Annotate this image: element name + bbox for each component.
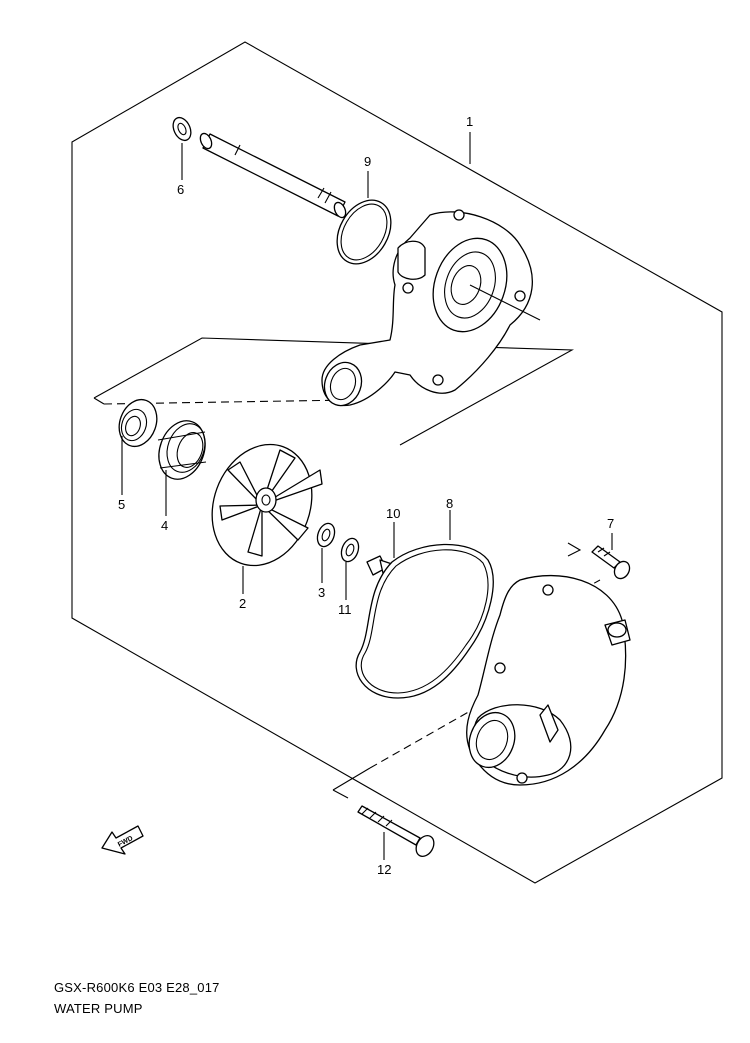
callout-12: 12 — [377, 862, 391, 877]
callout-8: 8 — [446, 496, 453, 511]
impeller-part-2 — [211, 443, 323, 567]
long-bolt-part-12 — [357, 805, 435, 857]
callout-10: 10 — [386, 506, 400, 521]
pump-cover — [466, 574, 631, 786]
bolt-boundary — [332, 789, 349, 799]
callout-9: 9 — [364, 154, 371, 169]
gasket-part-8 — [355, 543, 494, 699]
bolt7-boundary — [567, 542, 582, 557]
callout-2: 2 — [239, 596, 246, 611]
diagram-code: GSX-R600K6 E03 E28_017 — [54, 980, 220, 995]
oil-seal-part-5 — [118, 398, 158, 448]
pump-shaft — [199, 132, 347, 219]
leader-lines — [121, 132, 613, 860]
callout-11: 11 — [338, 602, 352, 617]
callout-1: 1 — [466, 114, 473, 129]
washer-part-3 — [316, 522, 336, 548]
callout-6: 6 — [177, 182, 184, 197]
callout-5: 5 — [118, 497, 125, 512]
callout-7: 7 — [607, 516, 614, 531]
mechanical-seal-part-4 — [157, 420, 207, 480]
bolt-part-7 — [591, 545, 631, 580]
washer-part-6 — [172, 116, 192, 142]
washer-part-11 — [340, 537, 360, 563]
boundary-tick — [93, 397, 105, 405]
callout-3: 3 — [318, 585, 325, 600]
callout-4: 4 — [161, 518, 168, 533]
cover-boundary — [332, 767, 371, 791]
diagram-title: WATER PUMP — [54, 1001, 143, 1016]
o-ring-part-9 — [336, 199, 392, 265]
assembly-outline — [71, 41, 723, 884]
forward-arrow-icon: FWD — [101, 825, 144, 855]
pump-body-part-1 — [321, 209, 541, 407]
